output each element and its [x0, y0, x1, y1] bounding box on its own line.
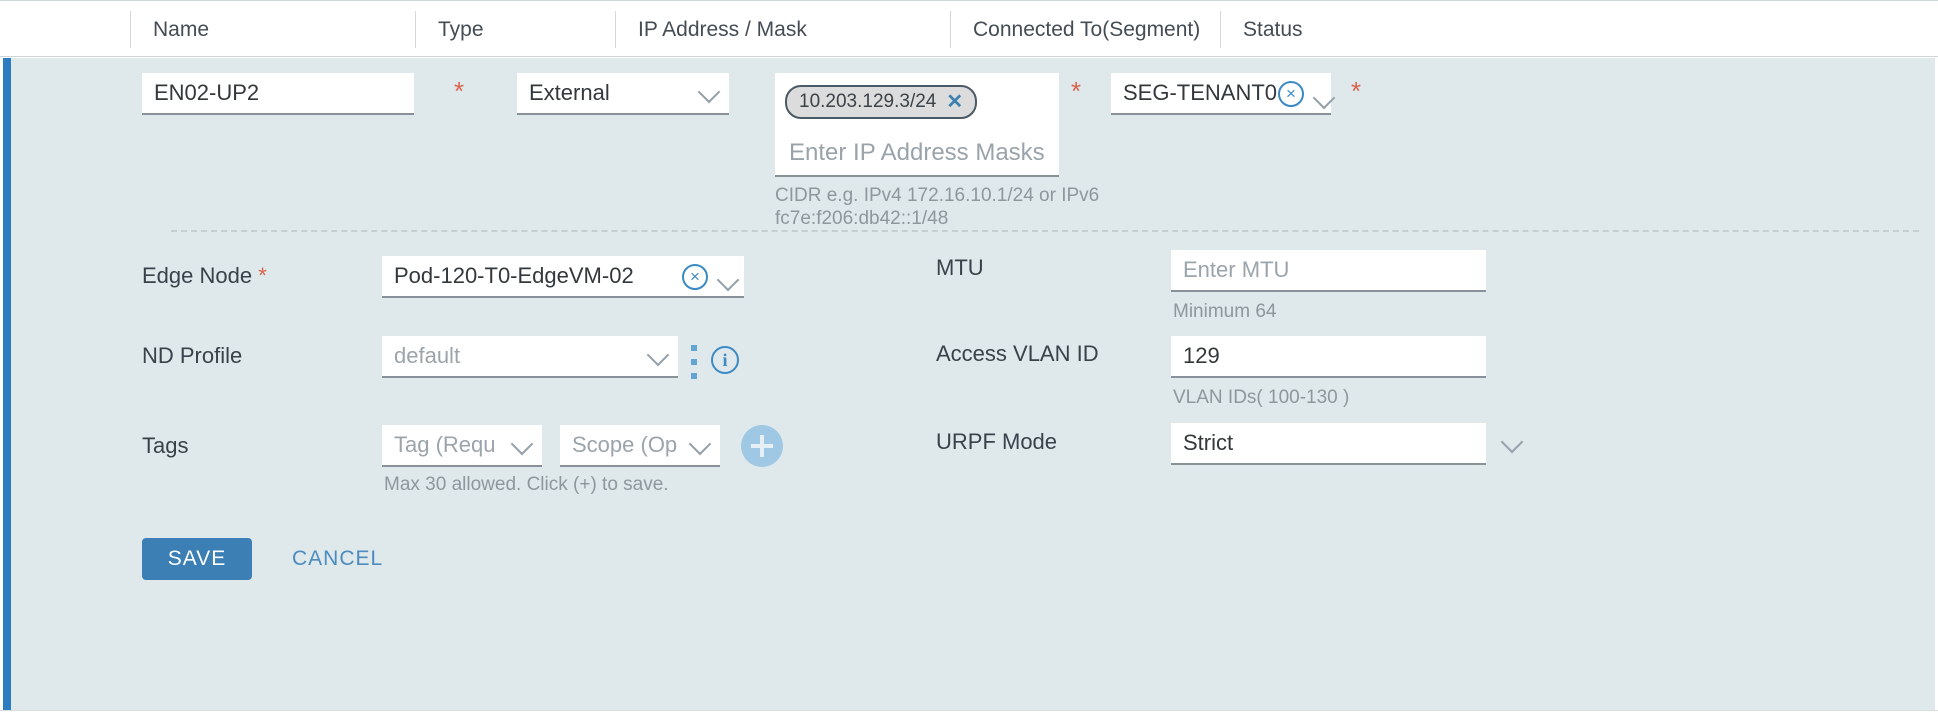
nd-profile-info-icon[interactable]: i: [711, 346, 739, 374]
type-select[interactable]: External: [517, 73, 729, 115]
mtu-hint: Minimum 64: [1173, 301, 1277, 322]
table-header-row: Name Type IP Address / Mask Connected To…: [0, 0, 1938, 57]
column-header-connected-to[interactable]: Connected To(Segment): [950, 11, 1220, 48]
scope-select-placeholder: Scope (Op: [572, 432, 678, 457]
panel-bottom-divider: [0, 710, 1938, 711]
edge-node-label: Edge Node *: [142, 263, 267, 288]
urpf-mode-select[interactable]: Strict: [1171, 423, 1524, 465]
edge-node-clear-icon[interactable]: ×: [682, 264, 708, 290]
mtu-input[interactable]: Enter MTU: [1171, 250, 1486, 292]
chip-remove-icon[interactable]: ✕: [946, 91, 964, 113]
chevron-down-icon: [510, 432, 534, 456]
add-tag-button[interactable]: [741, 425, 783, 467]
column-header-status[interactable]: Status: [1220, 11, 1520, 48]
access-vlan-id-value: 129: [1183, 343, 1220, 368]
access-vlan-id-input[interactable]: 129: [1171, 336, 1486, 378]
tag-select[interactable]: Tag (Requ: [382, 425, 542, 467]
edge-node-value: Pod-120-T0-EdgeVM-02: [394, 263, 634, 288]
ip-address-chip[interactable]: 10.203.129.3/24 ✕: [785, 85, 978, 119]
scope-select[interactable]: Scope (Op: [560, 425, 720, 467]
name-input[interactable]: EN02-UP2: [142, 73, 414, 115]
segment-clear-icon[interactable]: ×: [1278, 81, 1304, 107]
type-select-value: External: [529, 80, 610, 105]
chevron-down-icon: [697, 80, 721, 104]
interface-edit-form: EN02-UP2 * External 10.203.129.3/24 ✕ En…: [3, 58, 1935, 710]
column-header-ip-address[interactable]: IP Address / Mask: [615, 11, 950, 48]
connected-to-segment-value: SEG-TENANT0: [1123, 80, 1278, 105]
access-vlan-id-hint: VLAN IDs( 100-130 ): [1173, 387, 1350, 408]
mtu-label: MTU: [936, 255, 984, 280]
nd-profile-value: default: [394, 343, 461, 368]
column-header-type[interactable]: Type: [415, 11, 615, 48]
ip-address-chip-label: 10.203.129.3/24: [799, 91, 937, 112]
column-header-name[interactable]: Name: [130, 11, 415, 48]
save-button[interactable]: SAVE: [142, 538, 252, 580]
tags-hint: Max 30 allowed. Click (+) to save.: [384, 474, 669, 495]
nd-profile-kebab-icon[interactable]: [689, 345, 699, 379]
ip-address-placeholder: Enter IP Address Masks: [789, 139, 1045, 166]
mtu-placeholder: Enter MTU: [1183, 257, 1290, 282]
edge-node-required-asterisk: *: [252, 263, 267, 288]
urpf-mode-label: URPF Mode: [936, 429, 1058, 454]
name-required-asterisk: *: [454, 76, 465, 106]
cancel-button[interactable]: CANCEL: [286, 538, 389, 580]
section-divider: [171, 230, 1919, 232]
urpf-mode-value: Strict: [1183, 430, 1234, 455]
chevron-down-icon: [646, 343, 670, 367]
tag-select-placeholder: Tag (Requ: [394, 432, 496, 457]
name-input-value: EN02-UP2: [154, 80, 260, 105]
nd-profile-label: ND Profile: [142, 343, 243, 368]
chevron-down-icon[interactable]: [1500, 430, 1524, 454]
ip-address-masks-input[interactable]: 10.203.129.3/24 ✕ Enter IP Address Masks: [775, 73, 1059, 177]
access-vlan-id-label: Access VLAN ID: [936, 341, 1099, 366]
ip-address-hint: CIDR e.g. IPv4 172.16.10.1/24 or IPv6 fc…: [775, 185, 1100, 230]
ip-required-asterisk: *: [1071, 76, 1082, 106]
nd-profile-select[interactable]: default: [382, 336, 678, 378]
segment-required-asterisk: *: [1351, 76, 1362, 106]
chevron-down-icon: [688, 432, 712, 456]
tags-label: Tags: [142, 433, 189, 458]
